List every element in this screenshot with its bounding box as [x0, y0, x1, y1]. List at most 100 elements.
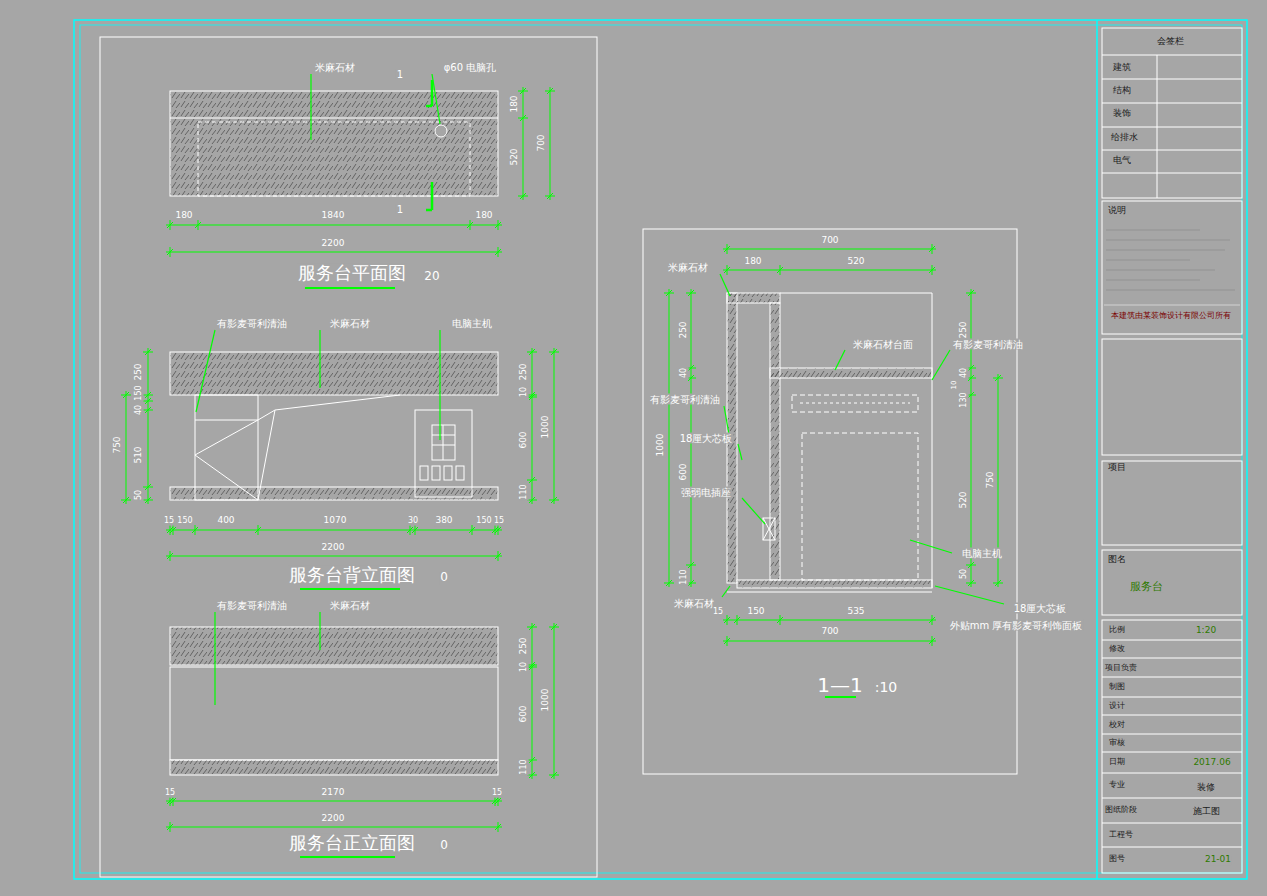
drawing-label: 日期	[1108, 758, 1126, 767]
drawing-label: 510	[134, 445, 144, 464]
drawing-label: 图号	[1108, 855, 1126, 864]
drawing-label: 0	[439, 839, 449, 852]
drawing-label: 250	[134, 362, 144, 381]
drawing-label: 米麻石材台面	[852, 339, 914, 350]
drawing-label: 21-01	[1204, 855, 1232, 865]
drawing-label: 修改	[1108, 645, 1126, 654]
drawing-label: 米麻石材	[667, 262, 709, 273]
drawing-label: 项目负责	[1104, 664, 1138, 673]
drawing-label: 10	[951, 380, 959, 391]
drawing-label: 15	[164, 789, 176, 798]
drawing-label: 380	[434, 516, 453, 526]
drawing-label: 250	[519, 636, 529, 655]
drawing-label: 电脑主机	[451, 318, 493, 329]
drawing-label: :10	[874, 680, 899, 695]
drawing-label: 服务台平面图	[297, 263, 407, 283]
drawing-label: 15	[712, 608, 724, 617]
drawing-label: 1000	[541, 415, 551, 440]
drawing-label: 110	[520, 758, 529, 775]
drawing-label: 40	[960, 367, 969, 379]
drawing-label: 电气	[1112, 156, 1132, 166]
drawing-label: 电脑主机	[961, 548, 1003, 559]
drawing-label: 米麻石材	[314, 62, 356, 73]
drawing-label: 服务台正立面图	[288, 833, 416, 853]
drawing-label: 给排水	[1110, 133, 1139, 143]
drawing-label: 535	[846, 607, 865, 617]
drawing-label: 2200	[321, 543, 346, 553]
drawing-label: 2017.06	[1192, 758, 1231, 768]
drawing-label: 180	[174, 211, 193, 221]
drawing-label: 600	[519, 430, 529, 449]
drawing-label: 40	[135, 404, 144, 416]
drawing-label: 1	[396, 69, 404, 80]
drawing-label: 图纸阶段	[1104, 806, 1138, 815]
drawing-label: 180	[743, 257, 762, 267]
drawing-label: 项目	[1107, 463, 1127, 473]
drawing-label: 10	[520, 661, 529, 673]
drawing-label: 520	[846, 257, 865, 267]
drawing-label: 外贴mm 厚有影麦哥利饰面板	[949, 620, 1084, 631]
drawing-label: 750	[986, 470, 996, 489]
drawing-label: 250	[679, 320, 689, 339]
drawing-label: 750	[113, 435, 123, 454]
drawing-label: 10	[520, 386, 529, 398]
drawing-label: 服务台	[1129, 581, 1164, 593]
drawing-label: 会签栏	[1156, 37, 1185, 47]
drawing-label: 520	[510, 147, 520, 166]
drawing-label: 700	[537, 133, 547, 152]
drawing-label: 建筑	[1112, 63, 1132, 73]
drawing-label: 有影麦哥利清油	[649, 394, 721, 405]
drawing-label: 有影麦哥利清油	[216, 600, 288, 611]
drawing-label: 2200	[321, 239, 346, 249]
drawing-label: 1000	[656, 433, 666, 458]
drawing-label: 1070	[323, 516, 348, 526]
drawing-label: 1000	[541, 688, 551, 713]
drawing-label: 18厘大芯板	[1013, 603, 1068, 614]
drawing-label: 700	[820, 236, 839, 246]
drawing-label: 说明	[1107, 206, 1127, 216]
drawing-label: 400	[216, 516, 235, 526]
drawing-label: 180	[510, 94, 520, 113]
drawing-label: 1—1	[816, 674, 863, 696]
drawing-label: 结构	[1112, 86, 1132, 96]
drawing-label: 700	[820, 627, 839, 637]
drawing-label: 150	[135, 384, 144, 401]
drawing-label: 施工图	[1192, 807, 1221, 817]
drawing-label: 1:20	[1195, 626, 1217, 636]
drawing-label: 服务台背立面图	[288, 565, 416, 585]
drawing-label: 校对	[1108, 721, 1126, 730]
drawing-label: 15	[493, 517, 505, 526]
drawing-label: 装饰	[1112, 109, 1132, 119]
drawing-label: 150	[746, 607, 765, 617]
drawing-label: 审核	[1108, 739, 1126, 748]
drawing-label: 设计	[1108, 702, 1126, 711]
drawing-label: 1840	[321, 211, 346, 221]
drawing-label: 制图	[1108, 683, 1126, 692]
drawing-label: 15	[491, 789, 503, 798]
drawing-label: 米麻石材	[329, 600, 371, 611]
drawing-label: φ60 电脑孔	[443, 62, 498, 73]
drawing-label: 180	[474, 211, 493, 221]
drawing-label: 50	[960, 568, 969, 580]
drawing-label: 有影麦哥利清油	[952, 339, 1024, 350]
drawing-label: 米麻石材	[673, 598, 715, 609]
drawing-label: 600	[679, 462, 689, 481]
drawing-label: 2170	[321, 788, 346, 798]
drawing-label: 强弱电插座	[680, 487, 732, 498]
drawing-label: 15	[163, 517, 175, 526]
drawing-label: 600	[519, 704, 529, 723]
drawing-label: 米麻石材	[329, 318, 371, 329]
drawing-label: 50	[135, 489, 144, 501]
drawing-label: 110	[680, 568, 689, 585]
drawing-label: 本建筑由某装饰设计有限公司所有	[1110, 312, 1232, 321]
drawing-label: 20	[423, 270, 440, 283]
drawing-label: 18厘大芯板	[679, 433, 734, 444]
drawing-label: 40	[680, 367, 689, 379]
drawing-label: 150	[475, 517, 492, 526]
drawing-label: 1	[396, 204, 404, 215]
drawing-label: 图名	[1107, 555, 1127, 565]
drawing-label: 250	[959, 320, 969, 339]
drawing-label: 30	[407, 517, 419, 526]
drawing-label: 250	[519, 362, 529, 381]
